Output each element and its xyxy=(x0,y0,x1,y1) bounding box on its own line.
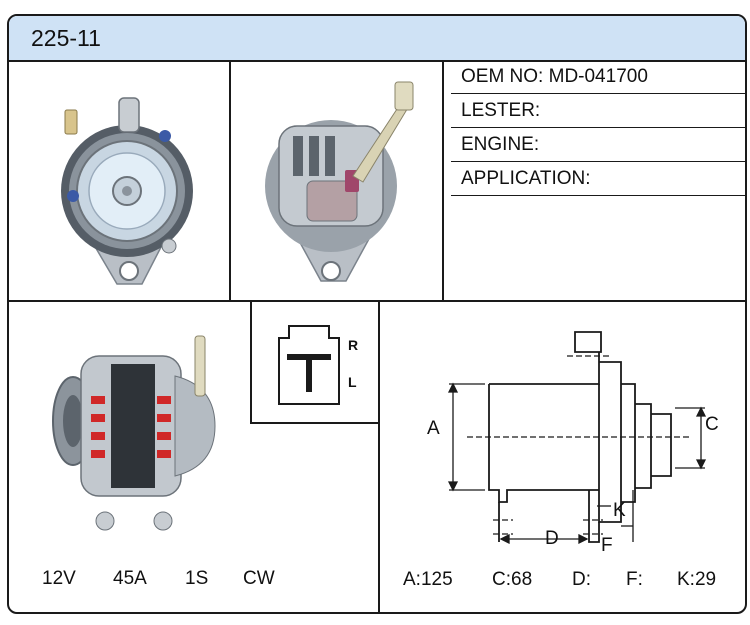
alternator-rear-image xyxy=(265,81,414,282)
connector-left-border xyxy=(250,300,252,424)
dim-value-c: C:68 xyxy=(492,569,533,590)
product-card: 225-11 OEM NO: MD-041700 LE xyxy=(7,14,747,614)
application-field: APPLICATION: xyxy=(451,162,745,196)
connector-label-l: L xyxy=(348,374,357,390)
connector-bottom-border xyxy=(250,422,380,424)
dimension-drawing xyxy=(447,331,707,545)
dim-label-f: F xyxy=(601,535,613,556)
spec-spline: 1S xyxy=(185,568,209,589)
spec-amperage: 45A xyxy=(113,568,147,589)
col-divider-3 xyxy=(378,300,380,612)
col-divider-1 xyxy=(229,60,231,300)
engine-field: ENGINE: xyxy=(451,128,745,162)
dim-value-d: D: xyxy=(572,569,591,590)
dim-label-d: D xyxy=(545,528,559,549)
connector-label-r: R xyxy=(348,337,359,353)
dim-label-c: C xyxy=(705,414,719,435)
connector-diagram xyxy=(278,325,340,405)
dim-value-a: A:125 xyxy=(403,569,453,590)
part-number: 225-11 xyxy=(31,25,101,51)
lester-field: LESTER: xyxy=(451,94,745,128)
spec-voltage: 12V xyxy=(42,568,76,589)
dim-label-a: A xyxy=(427,418,440,439)
header-bar: 225-11 xyxy=(9,16,745,62)
dim-label-k: K xyxy=(613,500,626,521)
oem-number: OEM NO: MD-041700 xyxy=(451,60,745,94)
alternator-front-image xyxy=(61,97,193,285)
col-divider-2 xyxy=(442,60,444,300)
alternator-side-image xyxy=(52,335,216,531)
spec-rotation: CW xyxy=(243,568,275,589)
dim-value-k: K:29 xyxy=(677,569,717,590)
dim-value-f: F: xyxy=(626,569,643,590)
row-divider xyxy=(9,300,745,302)
